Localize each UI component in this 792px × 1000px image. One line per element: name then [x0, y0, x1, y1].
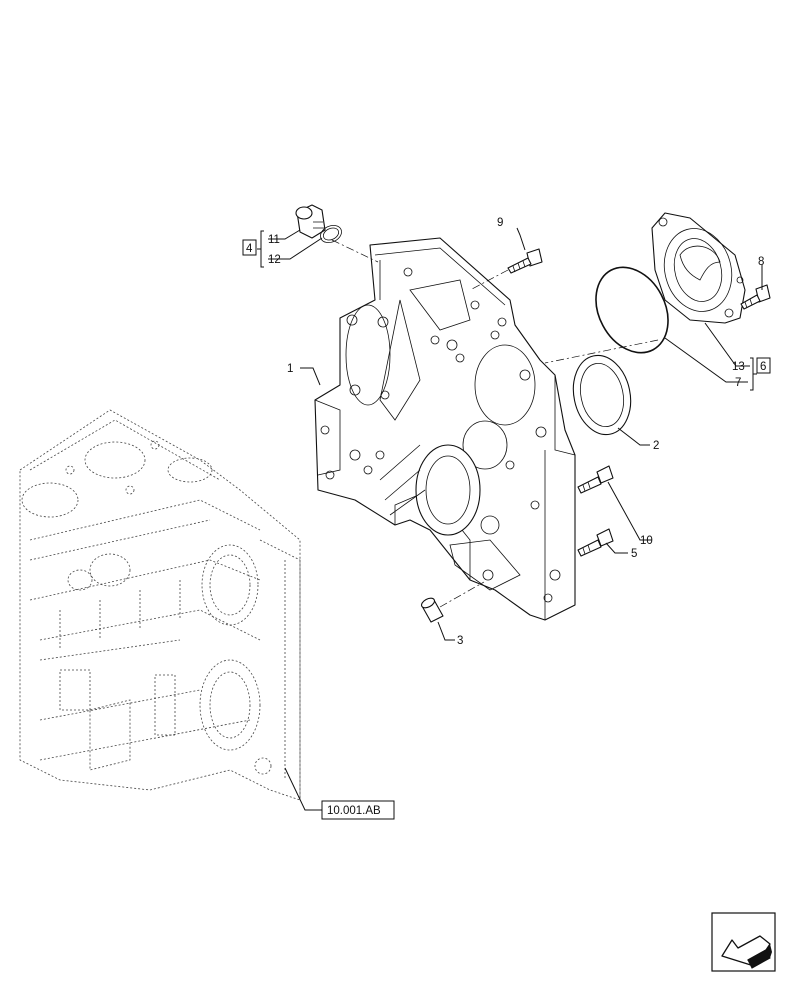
- callout-7: 7: [735, 377, 741, 389]
- pump-cover-part-13: [651, 212, 746, 324]
- bolt-part-9: [507, 248, 543, 274]
- callout-5: 5: [631, 548, 637, 560]
- dowel-pin-part-3: [420, 597, 444, 623]
- bolt-part-10: [577, 465, 614, 494]
- engine-block-phantom: [19, 409, 301, 801]
- callout-6: 6: [760, 361, 766, 373]
- callout-11: 11: [268, 234, 280, 246]
- next-page-arrow-icon[interactable]: [711, 912, 776, 972]
- callout-8: 8: [758, 256, 764, 268]
- cover-bolt-holes: [320, 267, 561, 603]
- callout-4: 4: [246, 243, 253, 255]
- callout-12: 12: [268, 254, 281, 266]
- callout-6-box: [756, 357, 771, 374]
- o-ring-part-7: [595, 266, 669, 354]
- callout-3: 3: [457, 635, 463, 647]
- timing-cover-housing: [314, 237, 576, 621]
- callout-10: 10: [640, 535, 653, 547]
- leader-lines: [257, 227, 763, 811]
- bolt-part-8: [740, 284, 771, 310]
- callout-4-box: [242, 239, 257, 256]
- plug-part-11: [295, 204, 326, 239]
- callout-1: 1: [287, 363, 293, 375]
- callout-9: 9: [497, 217, 503, 229]
- callout-2: 2: [653, 440, 659, 452]
- reference-label: 10.001.AB: [327, 805, 381, 817]
- seal-ring-part-2: [572, 354, 632, 436]
- bolt-part-5: [577, 528, 614, 557]
- reference-link-10-001-ab[interactable]: 10.001.AB: [321, 800, 395, 820]
- callout-13: 13: [732, 361, 745, 373]
